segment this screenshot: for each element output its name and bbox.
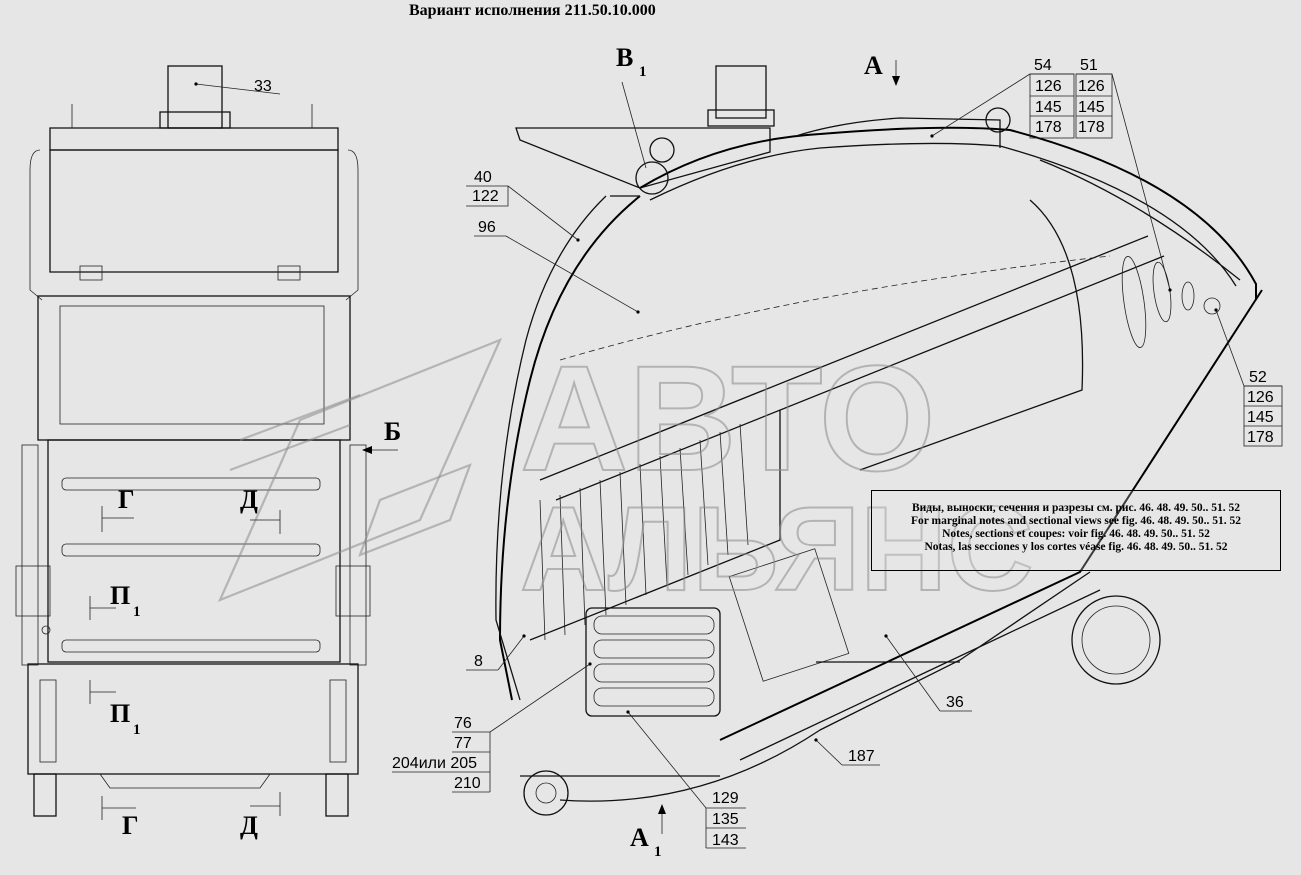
callout-54-178: 178 bbox=[1035, 119, 1062, 136]
watermark-line2: АЛЬЯНС bbox=[520, 482, 1034, 616]
section-label-g-top: Г bbox=[118, 485, 135, 514]
section-label-d-top: Д bbox=[240, 485, 258, 514]
callout-129: 129 bbox=[712, 790, 739, 807]
callout-52: 52 bbox=[1249, 369, 1267, 386]
callout-54-145: 145 bbox=[1035, 99, 1062, 116]
view-label-a1-sub: 1 bbox=[654, 844, 662, 860]
section-label-p1-bottom-sub: 1 bbox=[133, 722, 141, 738]
section-label-d-bottom: Д bbox=[240, 811, 258, 840]
callout-52-178: 178 bbox=[1247, 429, 1274, 446]
callout-76-table: 76 77 204или 205 210 bbox=[392, 662, 592, 793]
callout-51-126: 126 bbox=[1078, 78, 1105, 95]
callout-36: 36 bbox=[946, 694, 964, 711]
callout-76: 76 bbox=[454, 715, 472, 732]
section-label-p1-top-sub: 1 bbox=[133, 604, 141, 620]
callout-54-126: 126 bbox=[1035, 78, 1062, 95]
front-view bbox=[15, 65, 371, 817]
note-es: Notas, las secciones y los cortes véase … bbox=[924, 541, 1228, 553]
callout-54: 54 bbox=[1034, 57, 1052, 74]
section-label-p1-top: П bbox=[110, 581, 130, 610]
drawing-title: Вариант исполнения 211.50.10.000 bbox=[409, 2, 656, 19]
callout-40: 40 bbox=[474, 169, 492, 186]
reference-note-box: Виды, выноски, сечения и разрезы см. рис… bbox=[871, 490, 1281, 571]
section-label-g-bottom: Г bbox=[122, 811, 139, 840]
callout-40-122: 122 bbox=[472, 188, 499, 205]
callout-33: 33 bbox=[254, 78, 272, 95]
callout-51-178: 178 bbox=[1078, 119, 1105, 136]
callout-143: 143 bbox=[712, 832, 739, 849]
callout-52-145: 145 bbox=[1247, 409, 1274, 426]
callout-77: 77 bbox=[454, 735, 472, 752]
note-fr: Notes, sections et coupes: voir fig. 46.… bbox=[942, 528, 1210, 540]
callout-135: 135 bbox=[712, 811, 739, 828]
view-label-a: А bbox=[864, 51, 883, 80]
top-vent-slots bbox=[1121, 256, 1221, 348]
watermark-logo-mark bbox=[217, 337, 503, 603]
callout-96: 96 bbox=[478, 219, 496, 236]
callout-129-table: 129 135 143 bbox=[626, 710, 746, 849]
side-view bbox=[495, 65, 1263, 816]
view-labels: В 1 А А 1 Б Г Д П 1 П 1 Г Д bbox=[89, 43, 900, 860]
callout-187: 187 bbox=[848, 748, 875, 765]
section-label-p1-bottom: П bbox=[110, 699, 130, 728]
view-label-b: Б bbox=[384, 417, 401, 446]
note-ru: Виды, выноски, сечения и разрезы см. рис… bbox=[912, 502, 1240, 514]
side-grille bbox=[529, 410, 781, 641]
view-label-b1: В bbox=[616, 43, 633, 72]
watermark-line1: АВТО bbox=[520, 334, 936, 502]
callout-52-table: 52 126 145 178 bbox=[1214, 308, 1283, 447]
callout-51-145: 145 bbox=[1078, 99, 1105, 116]
callout-210: 210 bbox=[454, 775, 481, 792]
watermark: АВТО АЛЬЯНС bbox=[217, 333, 1035, 617]
callouts: 33 40 122 96 54 126 145 178 51 bbox=[194, 57, 1283, 849]
callout-8: 8 bbox=[474, 653, 483, 670]
callout-51: 51 bbox=[1080, 57, 1098, 74]
note-en: For marginal notes and sectional views s… bbox=[910, 515, 1242, 527]
lower-vent bbox=[585, 607, 721, 717]
view-label-a1: А bbox=[630, 823, 649, 852]
view-label-b1-sub: 1 bbox=[639, 64, 647, 80]
callout-54-table: 54 126 145 178 bbox=[930, 57, 1075, 139]
callout-51-table: 51 126 145 178 bbox=[1075, 57, 1172, 292]
callout-204-205: 204или 205 bbox=[392, 755, 477, 772]
callout-52-126: 126 bbox=[1247, 389, 1274, 406]
